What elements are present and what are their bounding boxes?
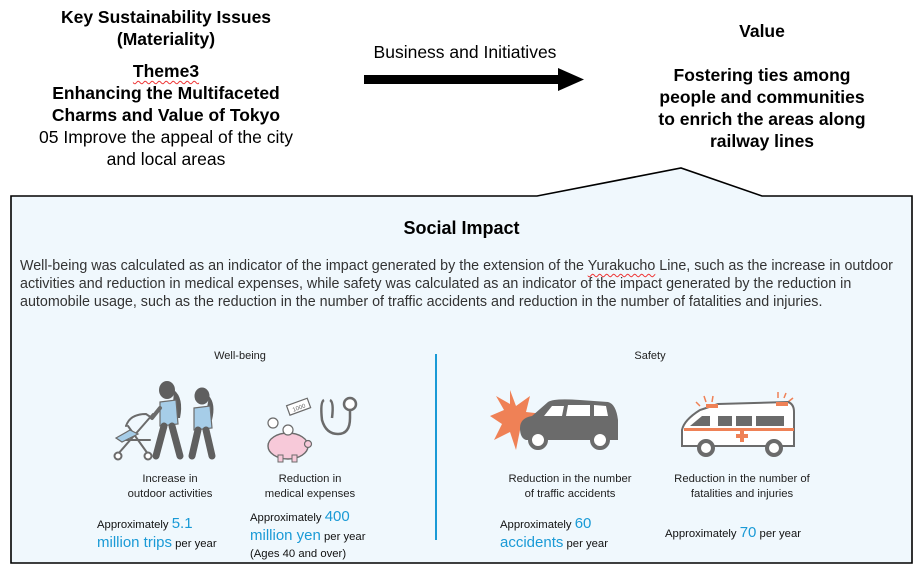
- stat-value: 70: [739, 524, 757, 541]
- safety-label: Safety: [634, 350, 666, 362]
- outdoor-activities-caption: Increase in outdoor activities: [90, 472, 250, 501]
- materiality-block: Key Sustainability Issues (Materiality) …: [0, 6, 332, 170]
- description-text-2: Line, such as the increase in outdoor ac…: [20, 258, 893, 310]
- bill-label: 1000: [292, 403, 307, 413]
- stat-prefix: Approximately: [500, 519, 575, 531]
- social-impact-description: Well-being was calculated as an indicato…: [20, 257, 900, 311]
- medical-expenses-stat: Approximately 400 million yen per year (…: [250, 508, 400, 563]
- stat-suffix: per year: [320, 531, 366, 543]
- stat-unit: million yen: [250, 527, 321, 544]
- right-arrow-icon: [364, 68, 584, 91]
- caption-line: Reduction in: [278, 473, 342, 485]
- value-line4: railway lines: [709, 131, 815, 151]
- theme-label: Theme3: [132, 61, 200, 81]
- piggy-bank-stethoscope-icon: 1000: [267, 396, 358, 463]
- stat-suffix: per year: [756, 528, 801, 540]
- value-line2: people and communities: [659, 87, 865, 107]
- stat-prefix: Approximately: [250, 512, 325, 524]
- value-line1: Fostering ties among: [673, 65, 851, 85]
- description-highlight: Yurakucho: [587, 258, 656, 274]
- stat-suffix: per year: [172, 538, 217, 550]
- materiality-item-line1: 05 Improve the appeal of the city: [39, 127, 293, 147]
- value-heading: Value: [739, 21, 785, 41]
- wellbeing-label: Well-being: [214, 350, 266, 362]
- value-block: Value Fostering ties among people and co…: [624, 20, 900, 152]
- caption-line: Increase in: [142, 473, 198, 485]
- caption-line: Reduction in the number: [508, 473, 632, 485]
- fatalities-injuries-caption: Reduction in the number of fatalities an…: [652, 472, 832, 501]
- value-line3: to enrich the areas along: [658, 109, 866, 129]
- stat-note: (Ages 40 and over): [250, 548, 347, 560]
- family-walking-icon: [113, 381, 216, 461]
- stat-value: 400: [324, 508, 350, 525]
- caption-line: outdoor activities: [127, 487, 213, 500]
- ambulance-icon: [681, 392, 795, 457]
- caption-line: medical expenses: [264, 487, 356, 500]
- outdoor-activities-stat: Approximately 5.1 million trips per year: [97, 515, 247, 553]
- caption-line: Reduction in the number of: [674, 473, 810, 485]
- materiality-heading: Key Sustainability Issues: [60, 7, 272, 27]
- stat-suffix: per year: [563, 538, 608, 550]
- section-divider: [435, 354, 437, 540]
- stat-unit: million trips: [97, 534, 173, 551]
- stat-prefix: Approximately: [665, 528, 740, 540]
- description-text-1: Well-being was calculated as an indicato…: [20, 258, 588, 274]
- social-impact-title: Social Impact: [403, 218, 520, 238]
- traffic-accidents-stat: Approximately 60 accidents per year: [500, 515, 650, 553]
- traffic-accidents-caption: Reduction in the number of traffic accid…: [480, 472, 660, 501]
- materiality-item-line2: and local areas: [106, 149, 226, 169]
- theme-title-line2: Charms and Value of Tokyo: [51, 105, 281, 125]
- fatalities-injuries-stat: Approximately 70 per year: [665, 524, 845, 543]
- car-crash-icon: [490, 390, 618, 450]
- business-initiatives-label: Business and Initiatives: [373, 42, 557, 62]
- caption-line: of traffic accidents: [524, 487, 616, 500]
- stat-prefix: Approximately: [97, 519, 172, 531]
- stat-unit: accidents: [500, 534, 564, 551]
- medical-expenses-caption: Reduction in medical expenses: [230, 472, 390, 501]
- theme-title-line1: Enhancing the Multifaceted: [52, 83, 280, 103]
- materiality-heading-sub: (Materiality): [116, 29, 216, 49]
- stat-value: 5.1: [171, 515, 193, 532]
- caption-line: fatalities and injuries: [690, 487, 794, 500]
- stat-value: 60: [574, 515, 592, 532]
